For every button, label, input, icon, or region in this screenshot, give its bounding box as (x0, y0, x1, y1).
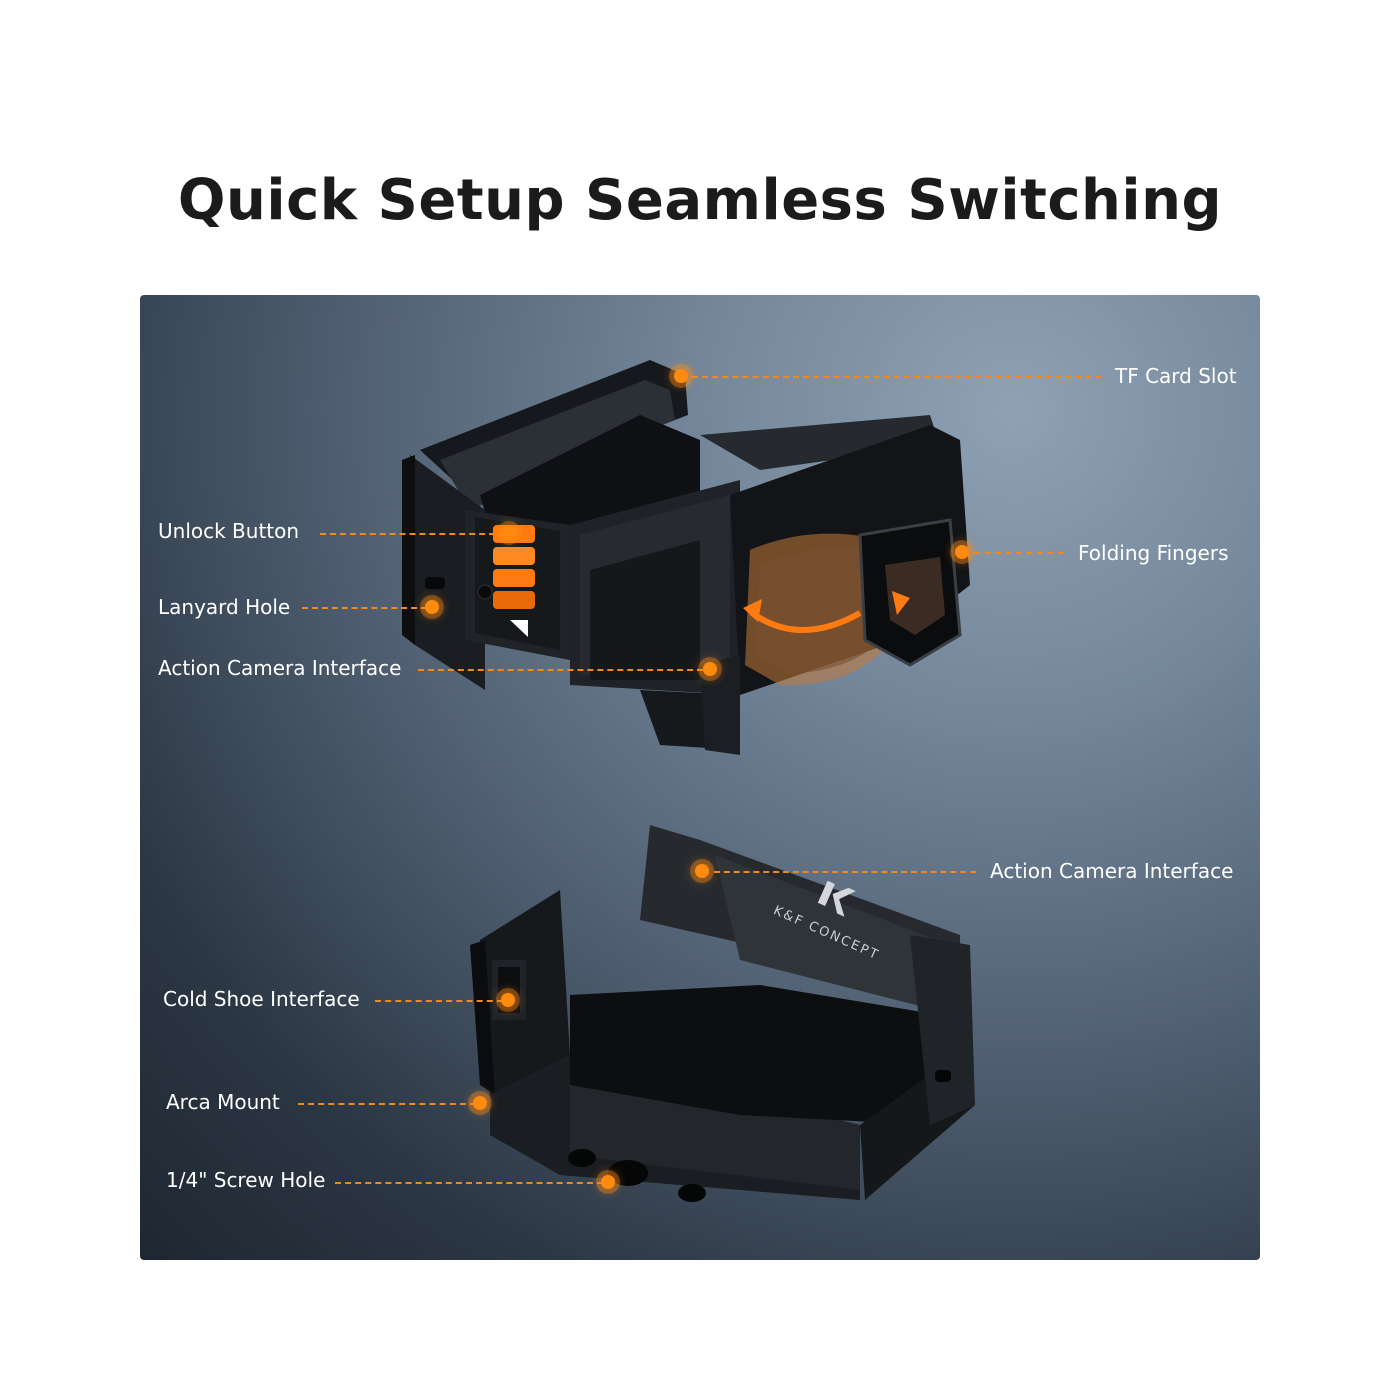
folding-fingers-leader (974, 552, 1064, 554)
lanyard-hole-marker (425, 600, 439, 614)
screw-hole-leader (335, 1182, 603, 1184)
unlock-button-leader (320, 533, 505, 535)
tf-card-slot-label: TF Card Slot (1115, 364, 1237, 388)
cold-shoe-interface-label: Cold Shoe Interface (163, 987, 360, 1011)
tf-card-slot-leader (692, 376, 1102, 378)
folding-fingers-label: Folding Fingers (1078, 541, 1229, 565)
action-camera-interface-top-marker (703, 662, 717, 676)
unlock-button-label: Unlock Button (158, 519, 300, 543)
screw-hole-marker (601, 1175, 615, 1189)
arca-mount-label: Arca Mount (166, 1090, 280, 1114)
screw-hole-label: 1/4" Screw Hole (166, 1168, 326, 1192)
product-image-panel: K&F CONCEPT TF Card Slot Unlock Button (140, 295, 1260, 1260)
page-title: Quick Setup Seamless Switching (177, 168, 1223, 233)
camera-cage-illustration: K&F CONCEPT (402, 360, 975, 1202)
cold-shoe-interface-marker (501, 993, 515, 1007)
action-camera-interface-top-leader (418, 669, 703, 671)
unlock-button-marker (502, 526, 516, 540)
bottom-cage: K&F CONCEPT (470, 825, 975, 1202)
action-camera-interface-bottom-leader (714, 871, 976, 873)
tf-card-slot-marker (674, 369, 688, 383)
folding-fingers-marker (955, 545, 969, 559)
cold-shoe-interface-leader (375, 1000, 503, 1002)
action-camera-interface-bottom-label: Action Camera Interface (990, 859, 1234, 883)
arca-mount-leader (298, 1103, 476, 1105)
arca-mount-marker (473, 1096, 487, 1110)
top-cage (402, 360, 970, 755)
action-camera-interface-bottom-marker (695, 864, 709, 878)
action-camera-interface-top-label: Action Camera Interface (158, 656, 402, 680)
lanyard-hole-leader (302, 607, 427, 609)
lanyard-hole-label: Lanyard Hole (158, 595, 291, 619)
